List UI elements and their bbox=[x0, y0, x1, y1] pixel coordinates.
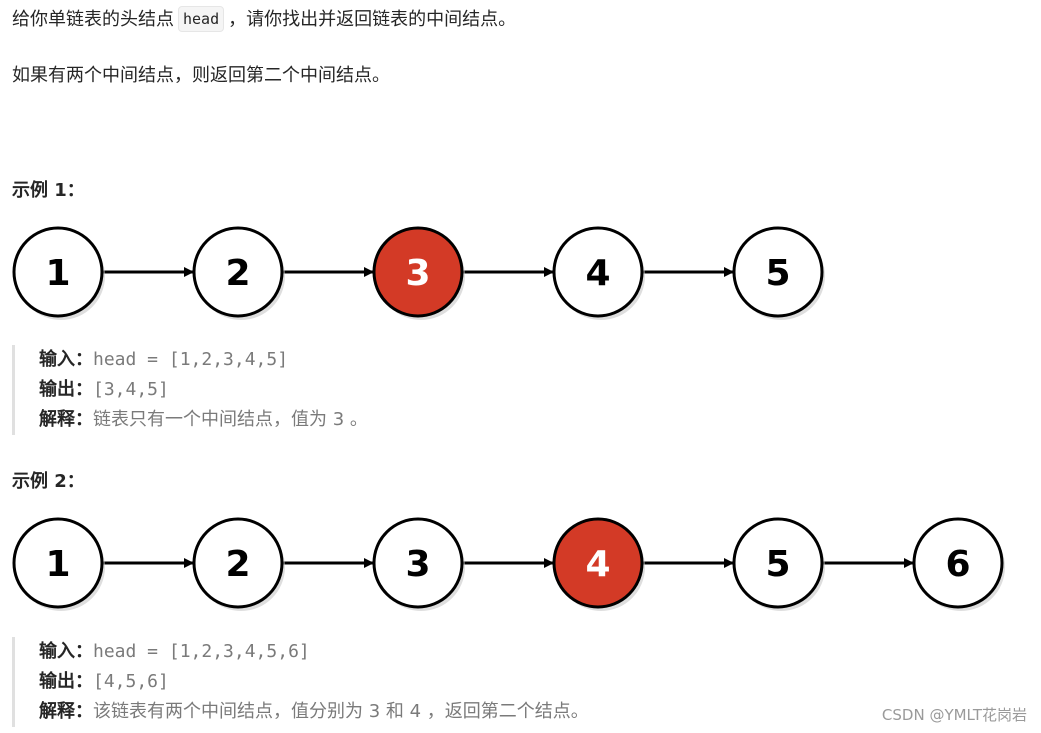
node-circle bbox=[12, 226, 104, 318]
node-label: 1 bbox=[45, 544, 70, 585]
node-circle bbox=[192, 226, 284, 318]
node-label: 3 bbox=[405, 544, 430, 585]
example-2-output: 输出：[4,5,6] bbox=[39, 667, 589, 697]
node-circle bbox=[552, 226, 644, 318]
node-label: 4 bbox=[585, 544, 610, 585]
node-circle bbox=[912, 517, 1004, 609]
input-label: 输入： bbox=[39, 641, 93, 662]
node-label: 2 bbox=[225, 253, 250, 294]
explain-text: 链表只有一个中间结点，值为 3 。 bbox=[93, 409, 368, 430]
node-label: 5 bbox=[765, 544, 790, 585]
example-2-input: 输入：head = [1,2,3,4,5,6] bbox=[39, 637, 589, 667]
node-circle bbox=[732, 517, 824, 609]
example-1-title: 示例 1： bbox=[12, 180, 85, 201]
output-value: [4,5,6] bbox=[93, 671, 169, 692]
example-1-input: 输入：head = [1,2,3,4,5] bbox=[39, 345, 368, 375]
node-label: 4 bbox=[585, 253, 610, 294]
head-code: head bbox=[178, 6, 225, 32]
output-label: 输出： bbox=[39, 379, 93, 400]
output-value: [3,4,5] bbox=[93, 379, 169, 400]
example-1-block: 输入：head = [1,2,3,4,5] 输出：[3,4,5] 解释：链表只有… bbox=[12, 345, 368, 435]
problem-text-after: ，请你找出并返回链表的中间结点。 bbox=[228, 9, 517, 30]
node-circle-highlighted bbox=[552, 517, 644, 609]
node-circle bbox=[732, 226, 824, 318]
example-2-linked-list-diagram: 1 2 3 4 5 6 bbox=[12, 517, 1005, 611]
node-label: 6 bbox=[945, 544, 970, 585]
node-circle-highlighted bbox=[372, 226, 464, 318]
node-label: 5 bbox=[765, 253, 790, 294]
example-2-title: 示例 2： bbox=[12, 471, 85, 492]
input-label: 输入： bbox=[39, 349, 93, 370]
problem-text-before: 给你单链表的头结点 bbox=[12, 9, 174, 30]
input-value: head = [1,2,3,4,5,6] bbox=[93, 641, 310, 662]
example-1-linked-list-diagram: 1 2 3 4 5 bbox=[12, 226, 825, 320]
node-circle bbox=[12, 517, 104, 609]
example-2-explanation: 解释：该链表有两个中间结点，值分别为 3 和 4 ，返回第二个结点。 bbox=[39, 697, 589, 727]
node-label: 3 bbox=[405, 253, 430, 294]
problem-note: 如果有两个中间结点，则返回第二个中间结点。 bbox=[12, 65, 390, 86]
example-1-output: 输出：[3,4,5] bbox=[39, 375, 368, 405]
node-circle bbox=[192, 517, 284, 609]
node-label: 2 bbox=[225, 544, 250, 585]
explain-label: 解释： bbox=[39, 701, 93, 722]
node-circle bbox=[372, 517, 464, 609]
explain-label: 解释： bbox=[39, 409, 93, 430]
watermark: CSDN @YMLT花岗岩 bbox=[881, 706, 1027, 724]
example-2-block: 输入：head = [1,2,3,4,5,6] 输出：[4,5,6] 解释：该链… bbox=[12, 637, 589, 727]
output-label: 输出： bbox=[39, 671, 93, 692]
explain-text: 该链表有两个中间结点，值分别为 3 和 4 ，返回第二个结点。 bbox=[93, 701, 589, 722]
example-1-explanation: 解释：链表只有一个中间结点，值为 3 。 bbox=[39, 405, 368, 435]
input-value: head = [1,2,3,4,5] bbox=[93, 349, 289, 370]
node-label: 1 bbox=[45, 253, 70, 294]
